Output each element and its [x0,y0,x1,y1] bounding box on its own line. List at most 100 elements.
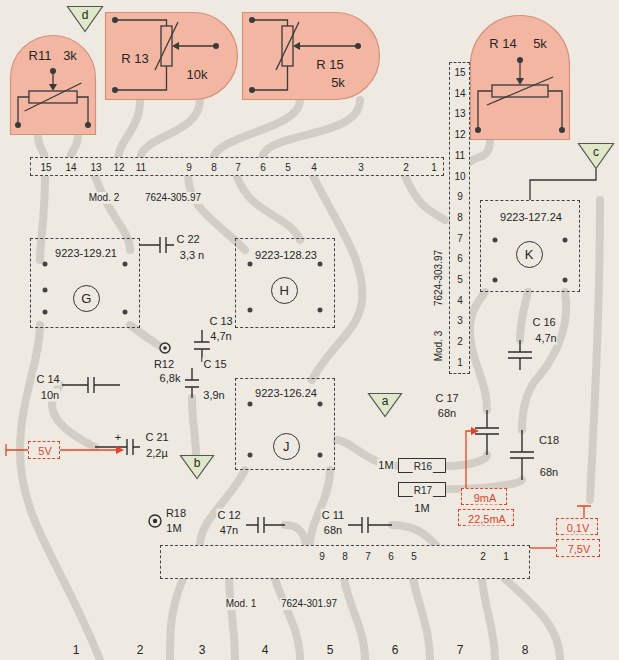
trimmer-potentiometer-outline [249,17,255,23]
pin-number: 1 [430,162,438,174]
pin-number: 6 [387,551,395,563]
component-value: C 11 [321,509,345,522]
part-number: 9223-129.21 [54,247,118,260]
solder-eyelet [160,343,170,353]
pin-number: 6 [456,253,464,265]
pin-number: 1 [456,357,464,369]
trimmer-potentiometer-outline [106,13,238,100]
capacitor-symbol [508,340,532,370]
trimmer-potentiometer: R113k [10,35,96,135]
measurement-lead [577,506,591,518]
part-number: 9223-127.24 [499,211,563,224]
component-label: 7,5V [567,543,592,556]
pin-number: 5 [410,551,418,563]
trimmer-potentiometer-outline [15,122,21,128]
component-value: C 21 [144,431,169,444]
trimmer-potentiometer-outline [517,57,523,63]
measurement-callout: 0,1V [556,518,598,535]
board-trace [312,176,362,380]
measurement-lead [6,444,28,456]
component-label: 3k [62,48,78,63]
trimmer-potentiometer-outline [49,84,57,91]
component-label: a [381,394,390,408]
component-label: 5k [532,36,548,51]
connector-label: 7624-301.97 [280,598,338,610]
module-outline: 9223-129.21G [30,238,140,328]
board-trace [505,579,560,660]
component-value: 68n [539,466,559,479]
pin-number: 3 [456,315,464,327]
board-trace [237,176,300,240]
component-value: C 13 [208,315,233,328]
component-label: R16 [413,461,433,473]
board-trace [470,292,487,410]
trimmer-potentiometer-outline [213,43,219,49]
module-pad [248,308,253,313]
trimmer-potentiometer: R 145k [470,15,570,140]
pin-number: 15 [453,67,466,79]
module-letter-circle: H [271,277,298,304]
module-pad [493,278,498,283]
pin-number: 12 [112,162,125,174]
module-pad [43,310,48,315]
pin-number: 10 [453,171,466,183]
trimmer-potentiometer-outline [242,12,380,100]
component-value: R18 [165,507,187,520]
board-trace [192,398,196,455]
component-value: 3,9n [202,389,225,402]
wire [530,169,596,200]
component-value: C 16 [531,316,556,329]
capacitor-symbol [510,430,534,480]
board-trace [130,325,163,348]
pin-number: 5 [284,162,292,174]
module-pad [563,278,568,283]
trimmer-potentiometer-outline [85,122,91,128]
trimmer-potentiometer: R 155k [242,12,380,100]
board-trace [522,292,566,430]
module-pad [318,308,323,313]
trimmer-potentiometer-outline [112,87,118,93]
component-value: R12 [153,358,175,371]
trimmer-potentiometer-outline [112,17,118,23]
connector-label: Mod. 2 [88,192,121,204]
grid-number: 6 [391,643,400,657]
pin-number: 2 [402,162,410,174]
board-trace [413,579,430,660]
board-trace [40,176,45,260]
part-number: 9223-128.23 [254,249,318,262]
component-label: R 13 [120,51,149,66]
pin-number: 3 [357,162,365,174]
board-trace [20,325,100,660]
capacitor-symbol [140,237,174,253]
test-point-marker-outline [579,144,614,169]
trimmer-potentiometer: R 1310k [105,12,238,100]
pin-number: 9 [456,191,464,203]
grid-number: 4 [261,643,270,657]
module-pad [123,262,128,267]
module-pad [318,402,323,407]
module-pad [43,262,48,267]
module-pad [43,288,48,293]
board-trace [285,525,306,545]
component-label: 5k [330,75,346,90]
component-value: + [114,431,122,444]
pin-number: 4 [456,295,464,307]
connector-label: 7624-305.97 [144,192,202,204]
component-label: 22,5mA [467,512,507,525]
pin-number: 9 [318,551,326,563]
component-label: G [80,291,92,306]
measurement-callout: 5V [28,441,60,459]
pin-number: 2 [456,336,464,348]
component-value: 47n [219,524,239,537]
capacitor-symbol [348,517,392,533]
module-pad [248,262,253,267]
component-label: 5V [37,445,52,458]
eyelet-hole [153,519,157,523]
module-pad [318,262,323,267]
board-trace [405,176,445,220]
board-trace [213,100,300,160]
grid-number: 2 [136,643,145,657]
trimmer-potentiometer-outline [249,87,255,93]
pin-number: 12 [453,129,466,141]
measurement-callout: 22,5mA [458,509,514,526]
